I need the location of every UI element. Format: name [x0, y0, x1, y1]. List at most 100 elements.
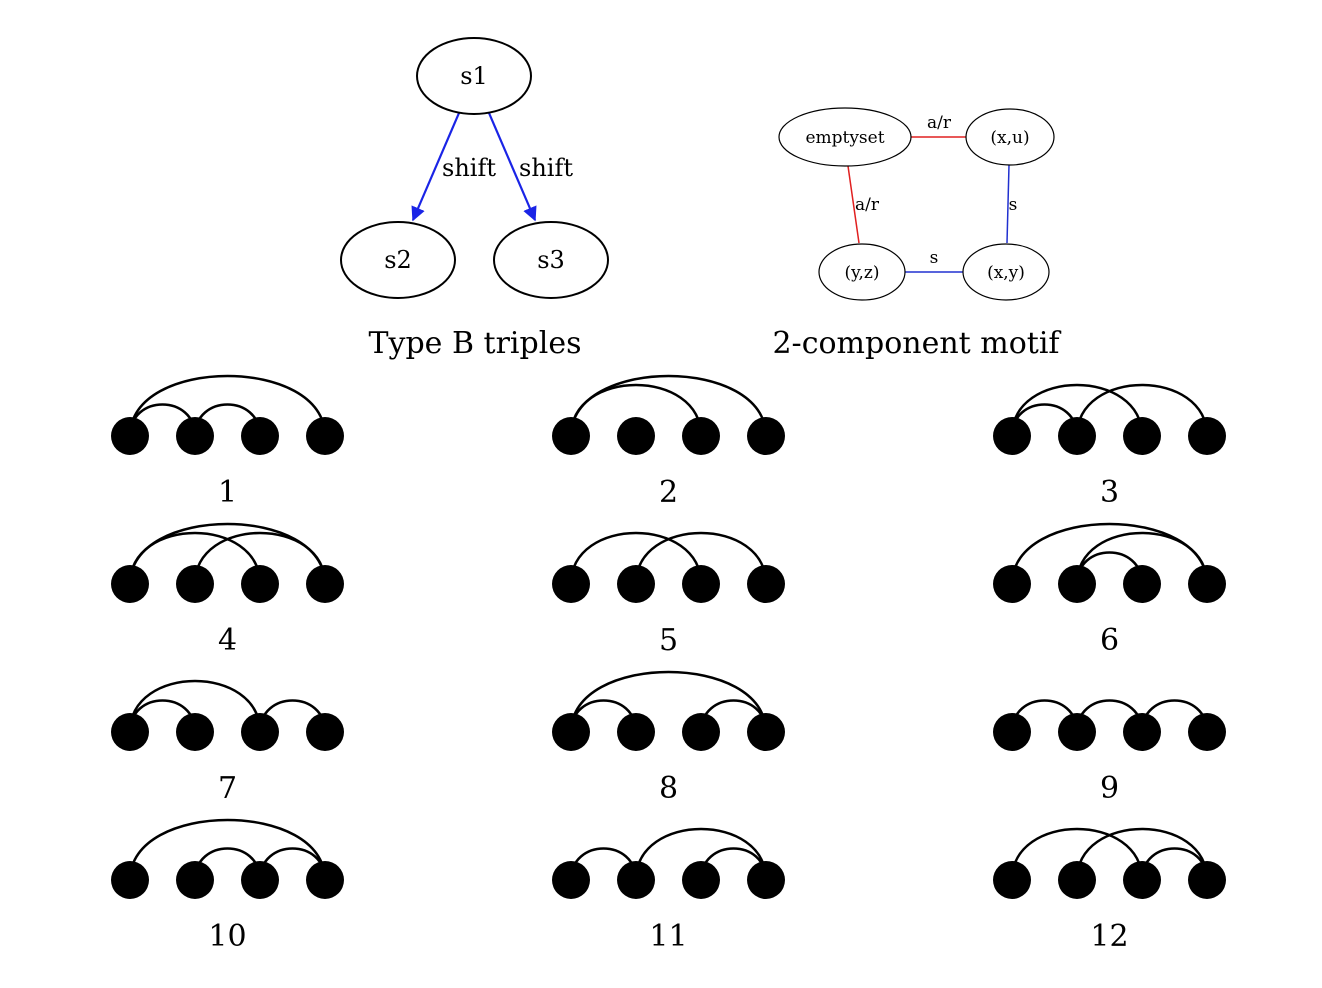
vertex-dot [241, 417, 279, 455]
vertex-dot [241, 861, 279, 899]
edge-label-shift: shift [519, 154, 573, 182]
node-xy: (x,y) [962, 243, 1050, 301]
edge-emptyset-yz [847, 165, 860, 244]
arc-1-4 [569, 670, 768, 733]
vertex-dot [111, 713, 149, 751]
arc-diagram-label: 10 [208, 919, 246, 954]
vertex-dot [306, 861, 344, 899]
vertex-dot [747, 417, 785, 455]
arc-2-4 [634, 531, 768, 585]
vertex-dot [617, 565, 655, 603]
arc-1-3 [569, 383, 703, 437]
node-label: s2 [384, 246, 412, 274]
vertex-dot [1123, 417, 1161, 455]
node-s2: s2 [340, 221, 456, 299]
arc-diagram-label: 11 [649, 919, 687, 954]
arc-1-3 [569, 531, 703, 585]
arc-diagram-11: 11 [552, 827, 785, 954]
vertex-dot [617, 713, 655, 751]
node-label: (y,z) [845, 263, 880, 283]
vertex-dot [111, 861, 149, 899]
node-label: s3 [537, 246, 565, 274]
arc-1-4 [569, 374, 768, 437]
arc-diagram-10: 10 [111, 818, 344, 954]
vertex-dot [1058, 713, 1096, 751]
edge-label-shift: shift [442, 154, 496, 182]
vertex-dot [1188, 565, 1226, 603]
arc-diagram-12: 12 [993, 827, 1226, 954]
vertex-dot [306, 417, 344, 455]
vertex-dot [111, 417, 149, 455]
vertex-dot [1123, 713, 1161, 751]
arc-diagram-label: 6 [1100, 623, 1119, 658]
vertex-dot [993, 861, 1031, 899]
arc-diagram-1: 1 [111, 374, 344, 510]
vertex-dot [1058, 861, 1096, 899]
vertex-dot [176, 565, 214, 603]
vertex-dot [682, 565, 720, 603]
arc-diagram-8: 8 [552, 670, 785, 806]
shift-edge-s1-s2 [411, 112, 461, 222]
arc-1-3 [1010, 827, 1144, 881]
vertex-dot [682, 713, 720, 751]
edge-xu-xy [1006, 164, 1010, 244]
arc-diagram-2: 2 [552, 374, 785, 510]
vertex-dot [747, 565, 785, 603]
vertex-dot [682, 417, 720, 455]
arc-diagram-label: 4 [218, 623, 237, 658]
vertex-dot [1058, 565, 1096, 603]
vertex-dot [682, 861, 720, 899]
arc-2-4 [634, 827, 768, 881]
vertex-dot [176, 861, 214, 899]
arc-diagram-9: 9 [993, 699, 1226, 806]
arc-1-4 [128, 522, 327, 585]
motif-caption: 2-component motif [772, 326, 1061, 361]
node-label: (x,u) [990, 128, 1029, 148]
arc-diagram-label: 12 [1090, 919, 1128, 954]
vertex-dot [1123, 861, 1161, 899]
arc-diagram-label: 1 [218, 475, 237, 510]
type-b-triples-diagram: shift shift s1 s2 s3 Type B triples [340, 37, 609, 361]
arc-diagram-label: 7 [218, 771, 237, 806]
node-emptyset: emptyset [778, 107, 912, 167]
type-b-edges: shift shift [411, 112, 573, 222]
arc-2-4 [193, 531, 327, 585]
arc-diagram-label: 9 [1100, 771, 1119, 806]
vertex-dot [306, 565, 344, 603]
vertex-dot [747, 861, 785, 899]
arc-diagram-label: 3 [1100, 475, 1119, 510]
vertex-dot [176, 713, 214, 751]
node-label: emptyset [805, 128, 884, 148]
arc-1-4 [1010, 522, 1209, 585]
arc-1-4 [128, 818, 327, 881]
edge-label-s: s [1009, 195, 1018, 215]
arc-2-4 [1075, 827, 1209, 881]
arc-1-3 [1010, 383, 1144, 437]
vertex-dot [552, 417, 590, 455]
vertex-dot [1058, 417, 1096, 455]
shift-edge-s1-s3 [487, 112, 537, 222]
edge-label-a-r: a/r [855, 195, 880, 215]
vertex-dot [1188, 861, 1226, 899]
arc-diagram-7: 7 [111, 679, 344, 806]
vertex-dot [1188, 417, 1226, 455]
node-label: s1 [460, 62, 488, 90]
two-component-motif-diagram: a/r a/r s s emptyset (x,u) (y,z) (x,y) 2… [772, 107, 1061, 361]
vertex-dot [241, 713, 279, 751]
node-label: (x,y) [987, 263, 1025, 283]
arc-2-4 [1075, 383, 1209, 437]
vertex-dot [176, 417, 214, 455]
arc-diagram-label: 5 [659, 623, 678, 658]
vertex-dot [993, 565, 1031, 603]
vertex-dot [617, 861, 655, 899]
vertex-dot [1123, 565, 1161, 603]
arc-diagram-label: 2 [659, 475, 678, 510]
arc-diagram-6: 6 [993, 522, 1226, 658]
edge-label-a-r: a/r [927, 113, 952, 133]
type-b-caption: Type B triples [369, 326, 582, 361]
arc-1-4 [128, 374, 327, 437]
vertex-dot [241, 565, 279, 603]
arc-diagram-label: 8 [659, 771, 678, 806]
